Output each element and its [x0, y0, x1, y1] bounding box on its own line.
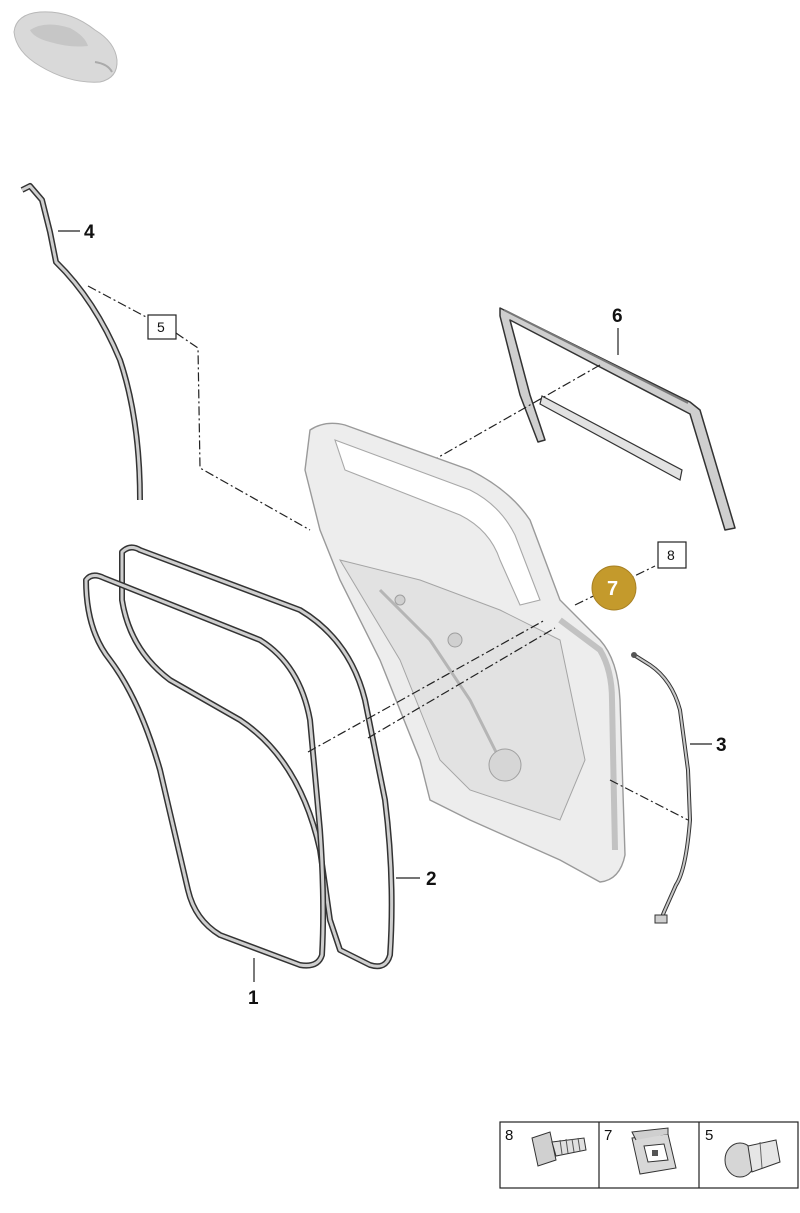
plug-icon	[724, 1139, 781, 1178]
legend-number: 8	[505, 1127, 513, 1144]
window-frame-part	[499, 307, 736, 531]
door-seal-inner-part	[83, 572, 327, 969]
boxed-callout-5-label: 5	[157, 319, 165, 335]
legend-item-5[interactable]: 5	[705, 1127, 781, 1178]
door-shell-part	[304, 422, 626, 883]
hardware-legend: 8 7 5	[499, 1121, 799, 1189]
screw-icon	[531, 1131, 587, 1167]
legend-item-7[interactable]: 7	[604, 1127, 677, 1175]
door-seal-outer-part	[119, 544, 395, 970]
callout-3: 3	[716, 735, 727, 756]
boxed-callout-5	[147, 314, 177, 340]
legend-item-8[interactable]: 8	[505, 1127, 587, 1167]
callout-6: 6	[612, 306, 623, 327]
trim-strip-part	[20, 183, 143, 501]
callout-1: 1	[248, 988, 259, 1009]
legend-number: 5	[705, 1127, 713, 1144]
boxed-callout-8-label: 8	[667, 547, 675, 563]
callout-2: 2	[426, 869, 437, 890]
clip-icon	[631, 1127, 677, 1175]
highlight-badge-7[interactable]	[591, 565, 637, 611]
cable-part	[631, 652, 693, 924]
callout-7: 7	[607, 578, 618, 600]
car-thumbnail-icon	[13, 11, 118, 83]
legend-number: 7	[604, 1127, 612, 1144]
boxed-callout-8	[657, 541, 687, 569]
callout-4: 4	[84, 222, 95, 243]
